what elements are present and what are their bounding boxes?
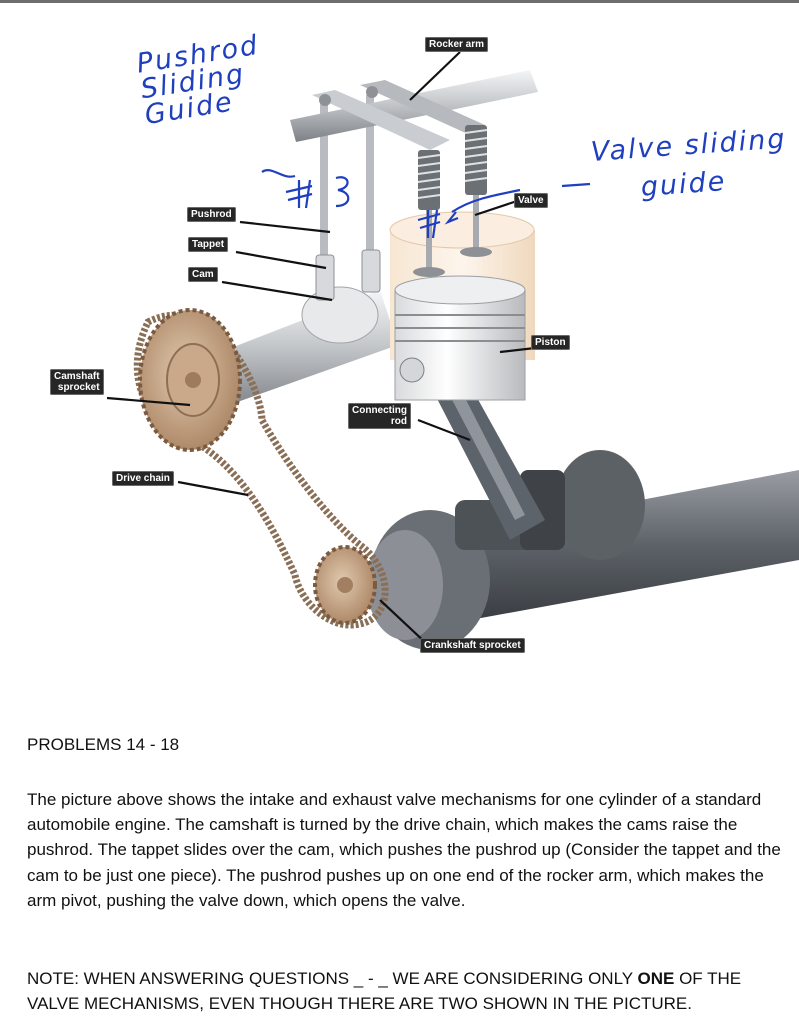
label-piston: Piston [531,335,570,350]
note-emphasis: ONE [637,969,675,988]
note-text-before: NOTE: WHEN ANSWERING QUESTIONS _ - _ WE … [27,969,638,988]
piston [394,275,526,401]
label-camshaft-sprocket-line2: sprocket [57,382,100,393]
engine-valve-diagram [106,51,799,650]
leader-lines [106,51,536,646]
label-connecting-rod-line2: rod [390,416,407,427]
rocker-arm [290,70,538,150]
label-camshaft-sprocket-line1: Camshaft [54,371,100,382]
crankshaft-sprocket [313,545,377,625]
label-valve: Valve [514,193,548,208]
label-rocker-arm: Rocker arm [425,37,489,52]
note-text-after: OF THE VALVE MECHANISMS, EVEN THOUGH THE… [27,969,742,1014]
handwritten-valve-guide-line2: guide [639,166,728,203]
label-connecting-rod-line1: Connecting [352,405,407,416]
problems-note: NOTE: WHEN ANSWERING QUESTIONS _ - _ WE … [27,966,787,1016]
label-pushrod: Pushrod [187,207,236,222]
crankshaft [367,450,799,650]
top-border [0,0,799,3]
label-cam: Cam [188,267,218,282]
label-tappet: Tappet [188,237,229,252]
valves [413,125,492,277]
label-connecting-rod: Connecting rod [348,403,411,429]
camshaft-sprocket [138,308,242,452]
label-drive-chain: Drive chain [112,471,174,486]
connecting-rod [430,385,545,540]
problems-paragraph: The picture above shows the intake and e… [27,790,781,910]
label-crankshaft-sprocket: Crankshaft sprocket [420,638,525,653]
problems-heading: PROBLEMS 14 - 18 [27,735,180,754]
label-camshaft-sprocket: Camshaft sprocket [50,369,104,395]
handwritten-marks [261,169,591,239]
